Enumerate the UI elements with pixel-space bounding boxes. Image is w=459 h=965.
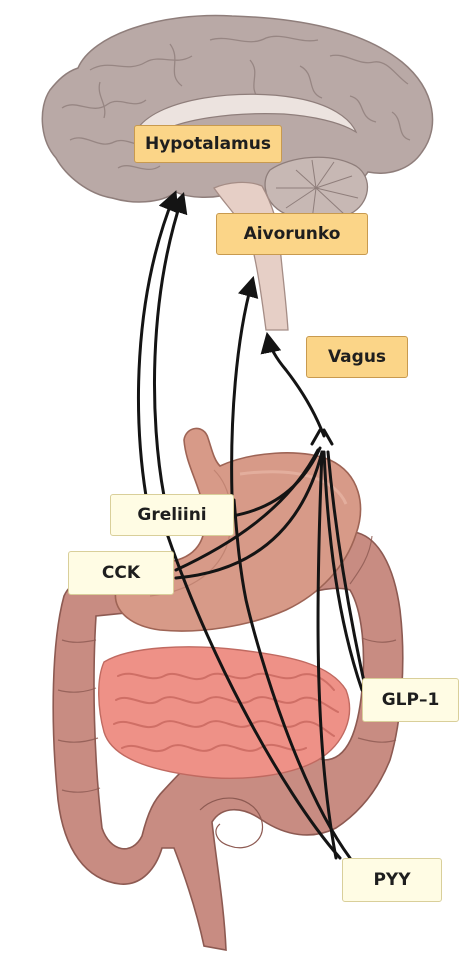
label-glp1: GLP–1 xyxy=(362,678,459,722)
vagus-branch-right xyxy=(324,430,332,444)
label-hypotalamus: Hypotalamus xyxy=(134,125,282,163)
label-aivorunko: Aivorunko xyxy=(216,213,368,255)
brain xyxy=(42,16,432,330)
vagus-branch-left xyxy=(312,430,320,444)
label-greliini: Greliini xyxy=(110,494,234,536)
cerebellum xyxy=(265,157,367,221)
label-vagus: Vagus xyxy=(306,336,408,378)
label-pyy: PYY xyxy=(342,858,442,902)
label-cck: CCK xyxy=(68,551,174,595)
small-intestine xyxy=(99,647,350,778)
